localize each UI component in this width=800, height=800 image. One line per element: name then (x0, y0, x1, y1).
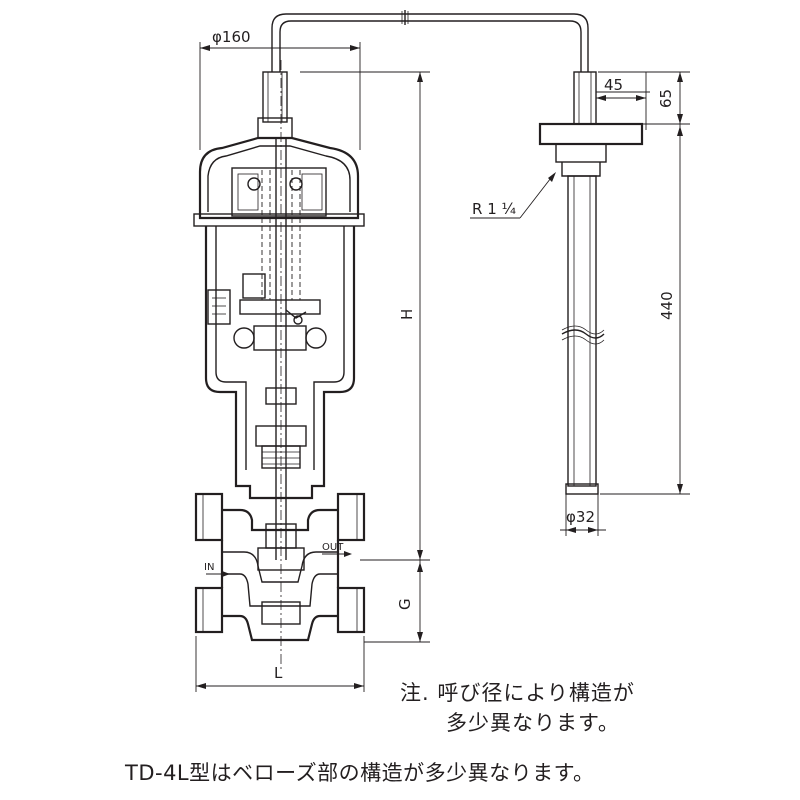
dim-L-label: L (274, 664, 283, 682)
actuator-housing (193, 71, 365, 560)
dim-45-label: 45 (604, 76, 623, 94)
flow-arrows (206, 551, 352, 577)
dim-phi32-label: φ32 (566, 508, 595, 526)
dim-H-label: H (398, 309, 416, 320)
note-line-2: 多少異なります。 (446, 711, 620, 735)
valve-body (194, 60, 366, 670)
thread-label: R 1 ¼ (472, 200, 517, 218)
capillary-tube (271, 10, 589, 72)
sensing-bulb (538, 71, 644, 495)
dim-phi160-label: φ160 (212, 28, 251, 46)
port-in-label: IN (204, 562, 214, 573)
dim-440-label: 440 (658, 291, 676, 320)
note-line-1: 注. 呼び径により構造が (400, 681, 635, 705)
dim-65-label: 65 (657, 89, 675, 108)
dim-G-label: G (396, 598, 414, 610)
port-out-label: OUT (322, 542, 344, 553)
dimension-lines (195, 42, 690, 692)
model-note: TD-4L型はベローズ部の構造が多少異なります。 (125, 761, 595, 785)
